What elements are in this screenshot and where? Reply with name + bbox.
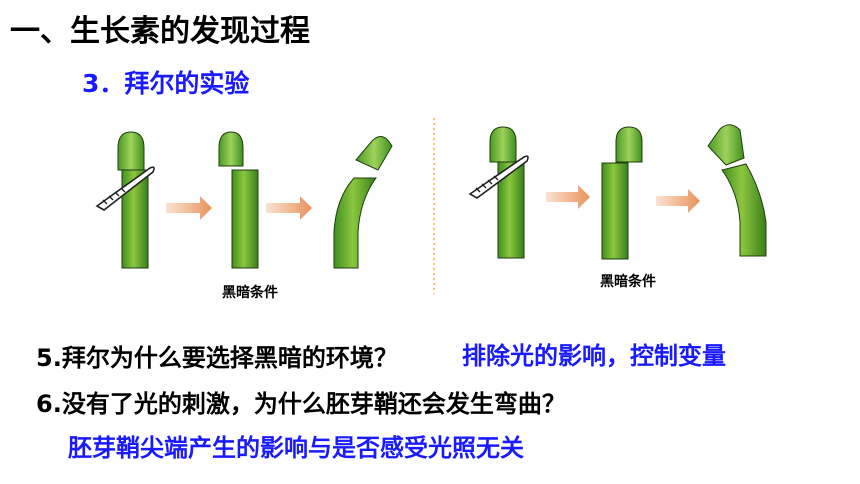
experiment-2-intact-seedling [489,126,525,259]
arrow-icon [266,196,312,220]
blade-icon [95,166,155,211]
arrow-icon [656,189,700,213]
experiment-2-curved-seedling [707,124,767,257]
question-5: 5.拜尔为什么要选择黑暗的环境？ [36,344,398,372]
question-6: 6.没有了光的刺激，为什么胚芽鞘还会发生弯曲？ [36,390,566,418]
arrow-icon [546,185,590,209]
blade-icon [468,155,529,199]
experiment-2-tip-shifted [601,126,643,260]
arrow-icon [166,196,212,220]
experiment-1-intact-seedling [117,131,149,269]
answer-6: 胚芽鞘尖端产生的影响与是否感受光照无关 [68,434,524,462]
experiment-1-condition-label: 黑暗条件 [222,285,278,301]
experiment-1-curved-seedling [333,136,393,269]
experiment-1-tip-removed [218,131,259,269]
page-title: 一、生长素的发现过程 [10,14,310,49]
experiment-2-condition-label: 黑暗条件 [600,274,656,290]
section-subtitle: 3．拜尔的实验 [82,69,250,98]
answer-5: 排除光的影响，控制变量 [462,342,726,370]
